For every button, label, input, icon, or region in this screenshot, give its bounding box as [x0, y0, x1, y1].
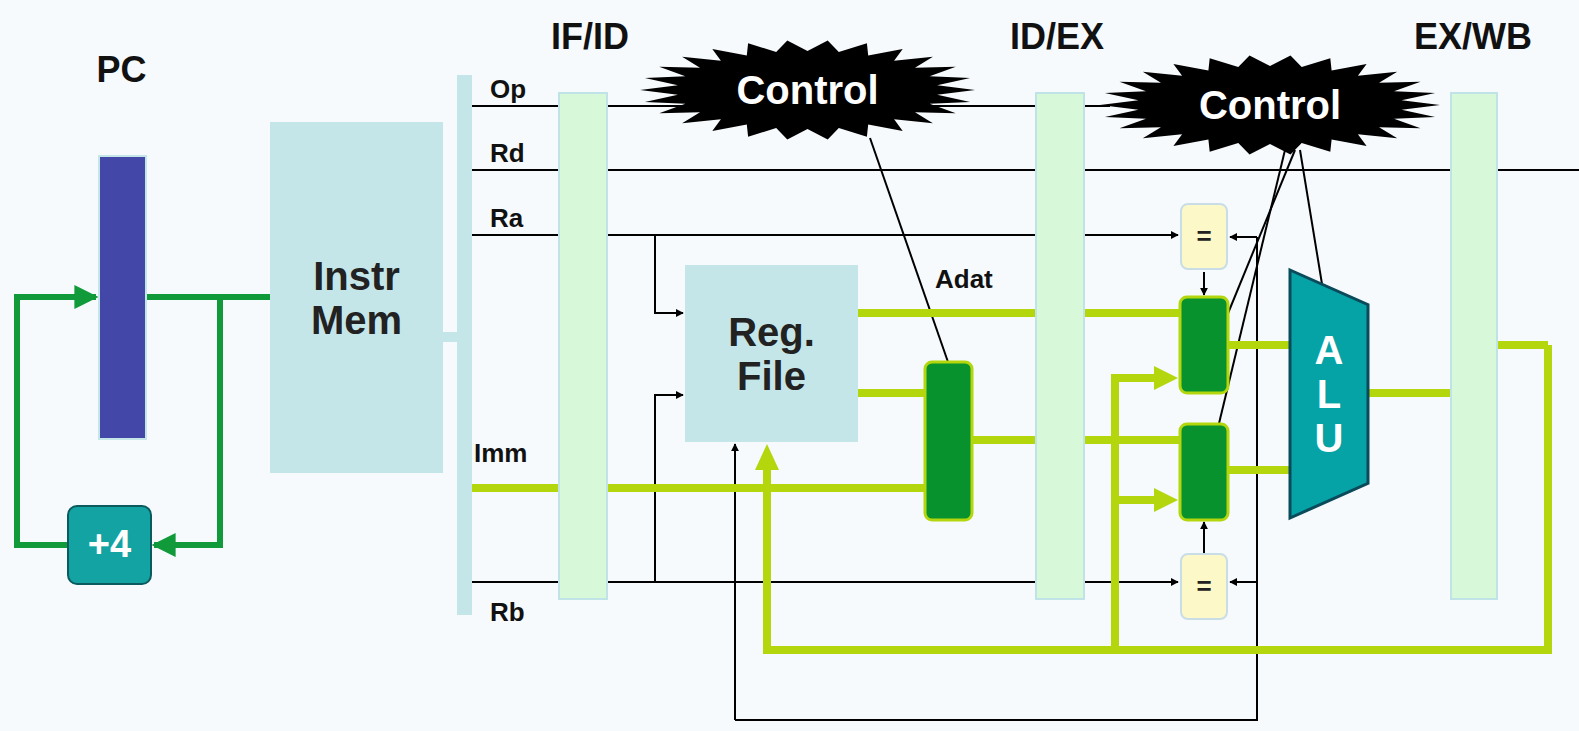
pipeline-register: EX/WB [1450, 92, 1498, 600]
register-label: ID/EX [1010, 16, 1104, 58]
field-wires [472, 106, 1579, 720]
signal-name: Imm [474, 438, 527, 469]
data-wires [472, 313, 1548, 650]
component-label: A L U [1312, 328, 1346, 460]
component-label: +4 [82, 524, 137, 566]
connector [1368, 389, 1450, 397]
signal-name: Ra [490, 203, 523, 234]
instruction-memory: Instr Mem [270, 122, 443, 473]
register-label: PC [96, 49, 146, 91]
signal-name: Rb [490, 597, 525, 628]
program-counter: PC [98, 155, 147, 440]
pipeline-register: IF/ID [558, 92, 608, 600]
component-label: Instr Mem [270, 254, 443, 342]
instruction-bus [457, 75, 472, 615]
register-label: IF/ID [551, 16, 629, 58]
signal-name: Adat [935, 264, 993, 295]
comparator: = [1180, 203, 1228, 270]
component-label: Control [1199, 83, 1341, 127]
component-label: = [1190, 222, 1217, 251]
control-unit: Control [1100, 55, 1440, 155]
register-file: Reg. File [685, 265, 858, 442]
connector [147, 297, 220, 545]
component-label: = [1190, 572, 1217, 601]
comparator: = [1180, 553, 1228, 620]
signal-name: Rd [490, 138, 525, 169]
component-label: Control [736, 68, 878, 112]
alu: A L U [1290, 270, 1368, 518]
pipeline-register: ID/EX [1035, 92, 1085, 600]
register-label: EX/WB [1414, 16, 1532, 58]
adder: +4 [67, 505, 152, 585]
component-label: Reg. File [685, 310, 858, 398]
signal-name: Op [490, 74, 526, 105]
connector [858, 309, 1035, 317]
control-unit: Control [640, 40, 975, 140]
